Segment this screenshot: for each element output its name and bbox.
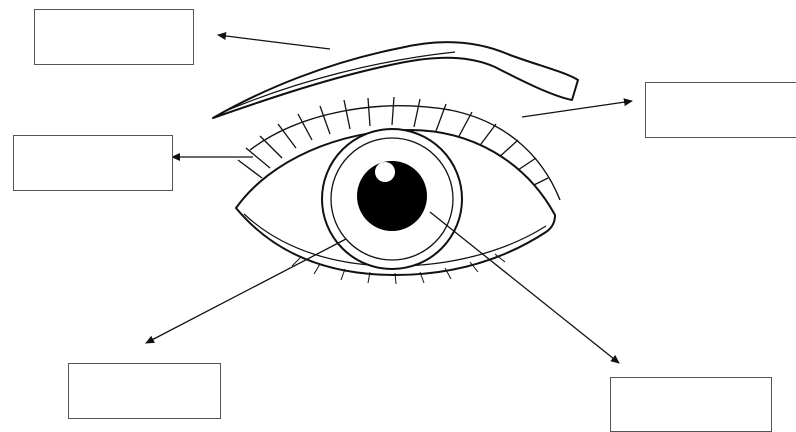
arrow-iris	[146, 239, 346, 343]
label-box-eyelashes[interactable]	[13, 135, 173, 191]
label-box-pupil[interactable]	[610, 377, 772, 432]
label-box-upper-eyelid[interactable]	[645, 82, 796, 138]
arrow-eyebrow	[218, 35, 330, 49]
pupil-highlight	[375, 162, 395, 182]
arrow-eyelid	[522, 101, 632, 117]
eyebrow-shape	[213, 42, 578, 118]
label-box-iris[interactable]	[68, 363, 221, 419]
label-box-eyebrow[interactable]	[34, 9, 194, 65]
